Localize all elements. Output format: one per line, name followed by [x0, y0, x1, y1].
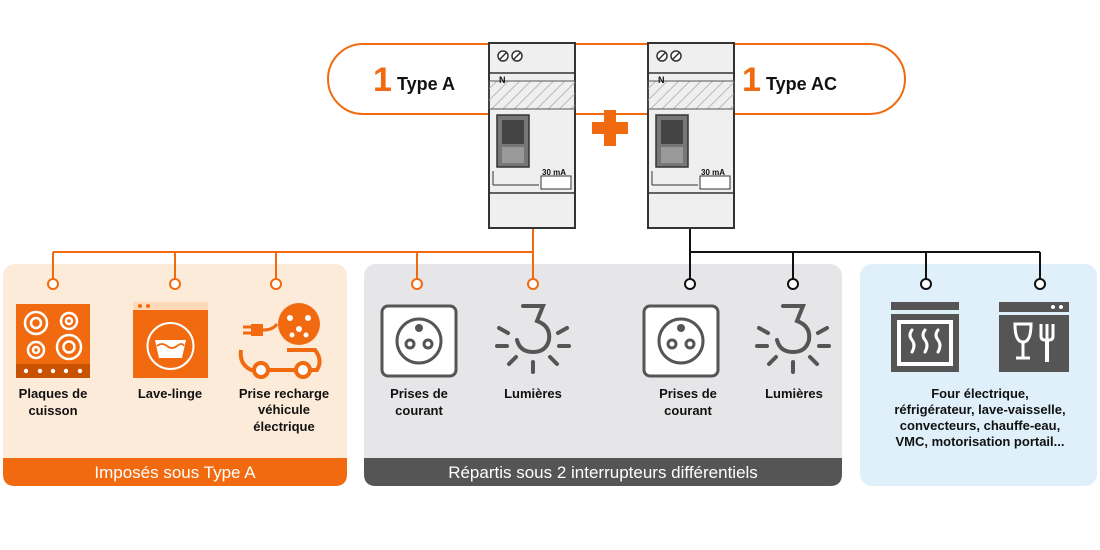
type-ac-count: 1 [742, 61, 761, 99]
type-a-breaker: N 30 mA [488, 42, 576, 229]
type-ac-wiring [689, 228, 1041, 279]
dishwasher-icon [999, 302, 1069, 372]
socket-icon [380, 304, 458, 378]
item-label: Prises de [390, 386, 448, 401]
appliance-list-label: convecteurs, chauffe-eau, [900, 418, 1060, 433]
type-a-footer [3, 458, 347, 486]
item-label: courant [395, 403, 443, 418]
ev-charger-icon [238, 303, 322, 379]
appliance-list-label: Four électrique, [931, 386, 1029, 401]
item-label: cuisson [28, 403, 77, 418]
socket-icon [642, 304, 720, 378]
washing-machine-icon [133, 302, 208, 378]
shared-footer [364, 458, 842, 486]
type-ac-title: Type AC [766, 74, 837, 94]
item-label: Prises de [659, 386, 717, 401]
connection-node [411, 278, 423, 290]
connection-node [920, 278, 932, 290]
cooktop-icon [16, 304, 90, 378]
type-a-count: 1 [373, 61, 392, 99]
item-label: Plaques de [19, 386, 88, 401]
type-a-footer-text: Imposés sous Type A [94, 463, 256, 482]
appliance-list-label: réfrigérateur, lave-vaisselle, [894, 402, 1065, 417]
oven-icon [891, 302, 959, 372]
connection-node [1034, 278, 1046, 290]
type-a-label-pill [327, 43, 489, 115]
shared-panel [364, 264, 842, 486]
rating-label: 30 mA [701, 168, 725, 177]
type-ac-label-pill [574, 43, 906, 115]
connection-node [684, 278, 696, 290]
type-ac-panel [860, 264, 1097, 486]
rating-label: 30 mA [542, 168, 566, 177]
connection-node [47, 278, 59, 290]
item-label: Lave-linge [138, 386, 202, 401]
light-bulb-icon [495, 304, 571, 374]
plus-icon [592, 110, 628, 146]
item-label: Lumières [504, 386, 562, 401]
type-ac-breaker: N 30 mA [647, 42, 735, 229]
item-label: électrique [253, 419, 314, 434]
type-a-title: Type A [397, 74, 455, 94]
item-label: véhicule [258, 402, 310, 417]
item-label: courant [664, 403, 712, 418]
light-bulb-icon [755, 304, 831, 374]
shared-footer-text: Répartis sous 2 interrupteurs différenti… [448, 463, 758, 482]
connection-node [527, 278, 539, 290]
item-label: Lumières [765, 386, 823, 401]
neutral-marker: N [499, 75, 506, 85]
neutral-marker: N [658, 75, 665, 85]
item-label: Prise recharge [239, 386, 329, 401]
connection-node [787, 278, 799, 290]
connection-node [169, 278, 181, 290]
appliance-list-label: VMC, motorisation portail... [895, 434, 1064, 449]
type-a-wiring [52, 228, 534, 279]
connection-node [270, 278, 282, 290]
